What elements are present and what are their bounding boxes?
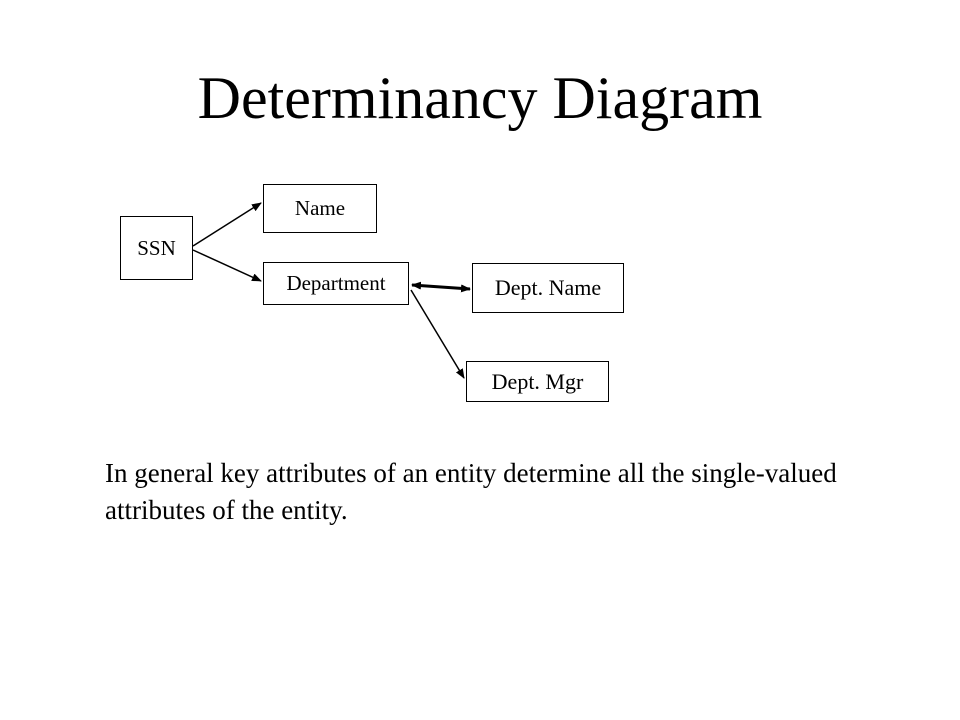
edge-ssn-department: [192, 249, 262, 282]
node-name-label: Name: [294, 196, 346, 220]
slide-title: Determinancy Diagram: [197, 65, 763, 131]
node-department-label: Department: [286, 271, 386, 295]
node-dept-mgr-label: Dept. Mgr: [491, 368, 584, 394]
node-dept-mgr: Dept. Mgr: [466, 361, 609, 402]
edge-department-dept-name: [411, 281, 471, 293]
statement-text: In general key attributes of an entity d…: [105, 458, 837, 525]
edge-department-dept-mgr: [410, 289, 465, 379]
node-ssn: SSN: [120, 216, 193, 280]
node-name: Name: [263, 184, 377, 233]
node-ssn-label: SSN: [137, 235, 176, 260]
node-dept-name: Dept. Name: [472, 263, 624, 313]
node-department: Department: [263, 262, 409, 305]
edge-ssn-name: [192, 202, 262, 247]
node-dept-name-label: Dept. Name: [494, 275, 602, 300]
